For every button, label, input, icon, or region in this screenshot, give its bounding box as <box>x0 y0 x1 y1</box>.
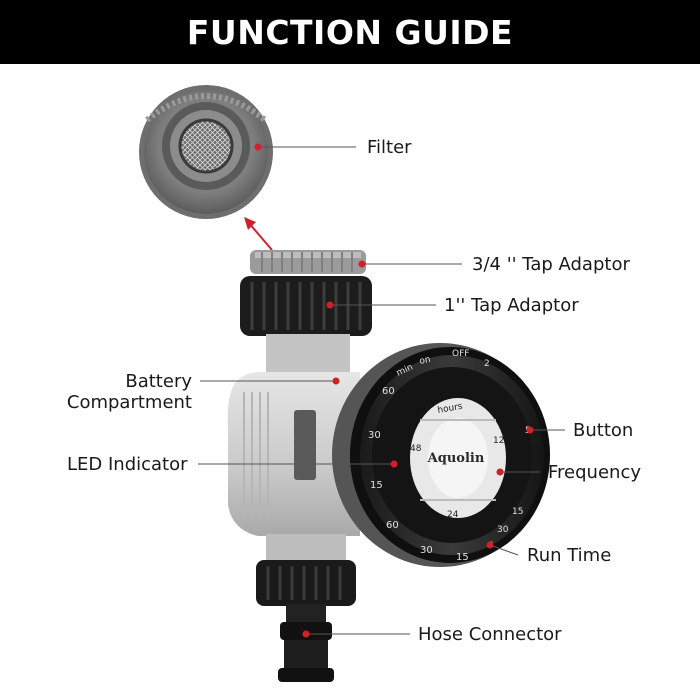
callout-dots <box>254 143 534 638</box>
filter-closeup <box>139 85 273 219</box>
brand-logo: Aquolin <box>427 451 485 466</box>
dial-button[interactable] <box>410 398 506 518</box>
label-filter: Filter <box>367 137 412 158</box>
lower-neck <box>266 534 346 562</box>
label-button: Button <box>573 420 634 441</box>
filter-arrow <box>244 217 273 251</box>
label-frequency: Frequency <box>548 462 641 483</box>
outer-num-left-2: 15 <box>370 480 383 491</box>
header-banner: FUNCTION GUIDE <box>0 0 700 64</box>
label-run-time: Run Time <box>527 545 612 566</box>
label-battery-line1: Battery <box>125 371 192 392</box>
label-hose-connector: Hose Connector <box>418 624 562 645</box>
timer-body <box>227 372 360 536</box>
label-battery-line2: Compartment <box>66 392 192 413</box>
dial-num-48: 48 <box>410 444 422 454</box>
hours-label: hours <box>437 402 464 416</box>
outer-num-left-5: 15 <box>456 552 469 563</box>
outer-num-left-3: 60 <box>386 520 399 531</box>
outer-num-right-0: 2 <box>484 359 490 369</box>
callout-lines <box>198 146 565 635</box>
runtime-off-label: OFF <box>452 349 469 359</box>
tap-adaptor-34 <box>250 250 366 274</box>
tap-adaptor-1 <box>240 276 372 336</box>
dial-num-12: 12 <box>493 436 504 446</box>
outer-num-right-3: 30 <box>497 525 509 535</box>
outer-num-right-2: 15 <box>512 507 523 517</box>
outer-num-left-4: 30 <box>420 545 433 556</box>
label-tap-adaptor-1: 1'' Tap Adaptor <box>444 295 579 316</box>
hose-connector <box>256 560 356 682</box>
label-led-indicator: LED Indicator <box>67 454 188 475</box>
upper-neck <box>266 334 350 374</box>
label-tap-adaptor-34: 3/4 '' Tap Adaptor <box>472 254 630 275</box>
outer-num-left-0: 60 <box>382 386 395 397</box>
outer-num-left-1: 30 <box>368 430 381 441</box>
dial-num-24: 24 <box>447 510 459 520</box>
page-title: FUNCTION GUIDE <box>186 12 514 52</box>
runtime-on-label: on <box>419 355 432 367</box>
